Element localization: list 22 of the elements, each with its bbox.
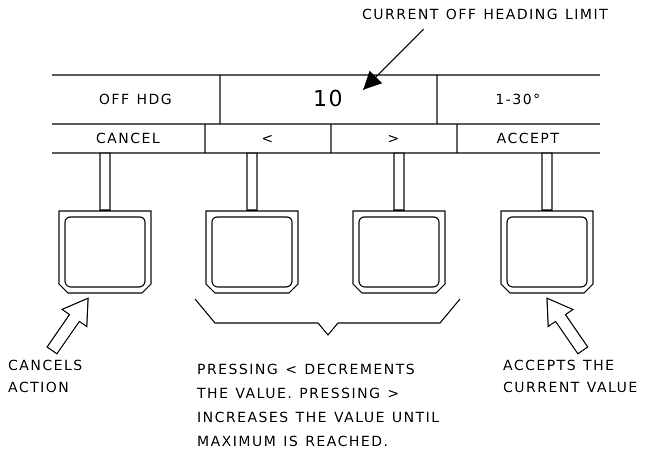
hollow-arrow	[546, 297, 589, 355]
note-text: PRESSING < DECREMENTS THE VALUE. PRESSING > INCREASES THE VALUE UNTIL MAXIMUM IS REACHED.	[197, 361, 442, 452]
push-button	[205, 210, 299, 294]
softkey-label: >	[387, 130, 401, 148]
field-label: OFF HDG	[98, 90, 174, 110]
push-button	[352, 210, 446, 294]
softkey-label: CANCEL	[96, 130, 162, 148]
key-stem	[99, 152, 111, 211]
softkey-label: <	[261, 130, 275, 148]
pointer-arrow	[362, 28, 424, 90]
callout-text: ACCEPTS THE CURRENT VALUE	[503, 357, 640, 398]
callout-text: CURRENT OFF HEADING LIMIT	[362, 6, 610, 25]
push-button	[500, 210, 594, 294]
push-button	[58, 210, 152, 294]
key-stem	[246, 152, 258, 211]
value-readout: 10	[313, 88, 344, 110]
key-stem	[541, 152, 553, 211]
key-stem	[393, 152, 405, 211]
softkey-label: ACCEPT	[496, 130, 560, 148]
range-label: 1-30°	[495, 90, 542, 110]
hollow-arrow	[46, 297, 89, 355]
callout-text: CANCELS ACTION	[8, 357, 85, 398]
